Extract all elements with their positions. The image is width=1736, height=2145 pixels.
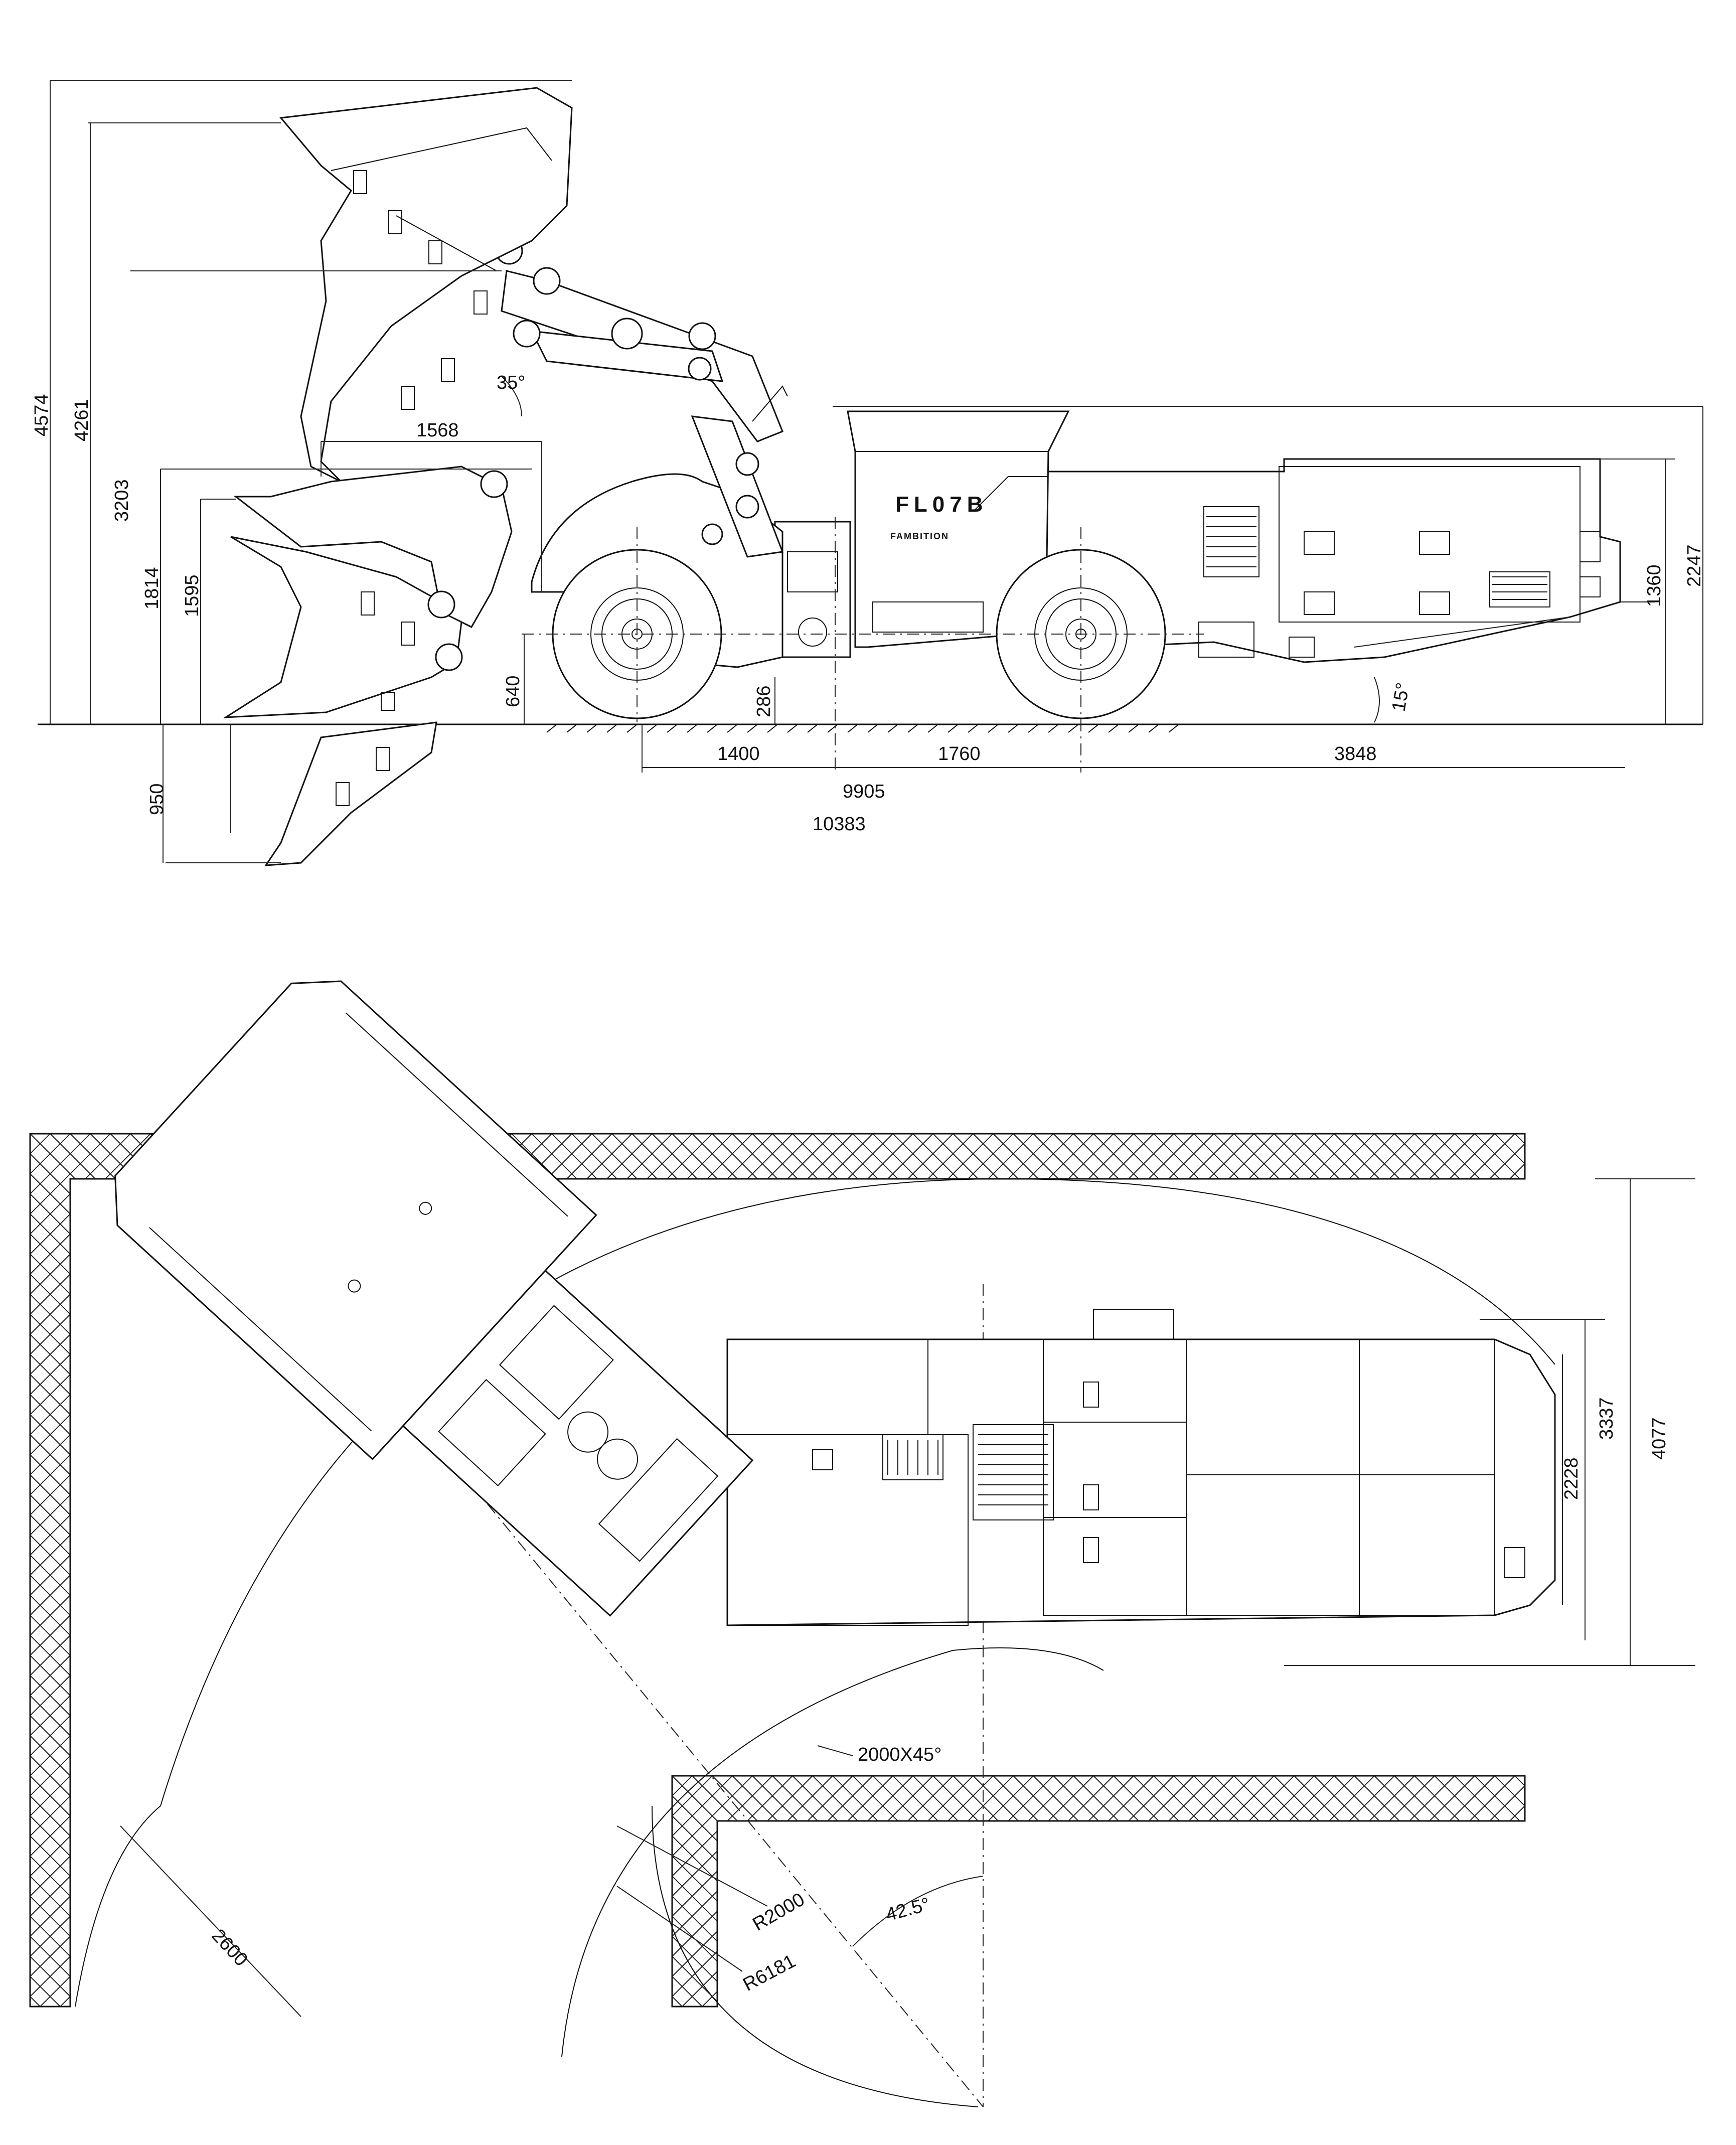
side-dimension-lines [50, 80, 1703, 863]
dim-rear-overhang: 3848 [1334, 743, 1377, 764]
articulation-joint [774, 521, 851, 658]
dim-tunnel-size: 2000X45° [858, 1744, 941, 1765]
dim-wheelbase-half: 1760 [938, 743, 981, 764]
dim-overall-width: 4077 [1649, 1417, 1670, 1460]
dim-ground-clearance: 286 [753, 686, 774, 717]
dim-articulation-angle: 42.5° [883, 1894, 932, 1926]
dim-height-640: 640 [503, 676, 524, 707]
dim-dig-depth: 950 [146, 784, 168, 815]
bucket-dig [264, 721, 437, 866]
tunnel-wall-inner [671, 1775, 1526, 2008]
dim-inner-radius: R6181 [740, 1950, 800, 1996]
plan-dimension-lines [120, 1178, 1695, 2017]
dim-dump-reach: 1568 [416, 420, 459, 441]
dim-bucket-pin-height: 4261 [71, 399, 92, 441]
turning-arcs [75, 1178, 1555, 2107]
dim-canopy-height: 2247 [1684, 544, 1705, 587]
dim-length-10383: 10383 [813, 814, 866, 835]
dim-length-9905: 9905 [843, 781, 885, 802]
ground-hatch [546, 724, 1179, 733]
dim-dump-height: 3203 [111, 479, 132, 522]
plan-view: 4077 3337 2228 2000X45° R2000 R6181 42.5… [29, 980, 1695, 2107]
dim-height-1814: 1814 [141, 567, 163, 609]
dim-departure-angle: 15° [1388, 681, 1414, 713]
plan-rear-frame [726, 1309, 1556, 1626]
plan-bucket [114, 980, 597, 1460]
dim-bucket-width: 2600 [207, 1925, 251, 1970]
dim-height-1595: 1595 [182, 574, 203, 617]
dim-machine-width: 2228 [1561, 1457, 1582, 1500]
dim-dump-angle: 35° [497, 372, 525, 393]
dim-outer-radius: R2000 [749, 1889, 809, 1935]
brand-label: FAMBITION [890, 531, 949, 541]
model-label: FL07B [895, 492, 988, 517]
side-dimension-labels: 4574 4261 3203 1814 1595 640 286 1568 35… [31, 372, 1705, 835]
dim-body-height: 1360 [1644, 564, 1665, 607]
dim-front-overhang: 1400 [717, 743, 760, 764]
dim-overall-height: 4574 [31, 394, 52, 436]
bucket-lowered [223, 466, 513, 718]
dim-turning-width: 3337 [1596, 1397, 1617, 1440]
side-view: FL07B FAMBITION [31, 80, 1705, 866]
tunnel-wall-outer [29, 1133, 1526, 2008]
